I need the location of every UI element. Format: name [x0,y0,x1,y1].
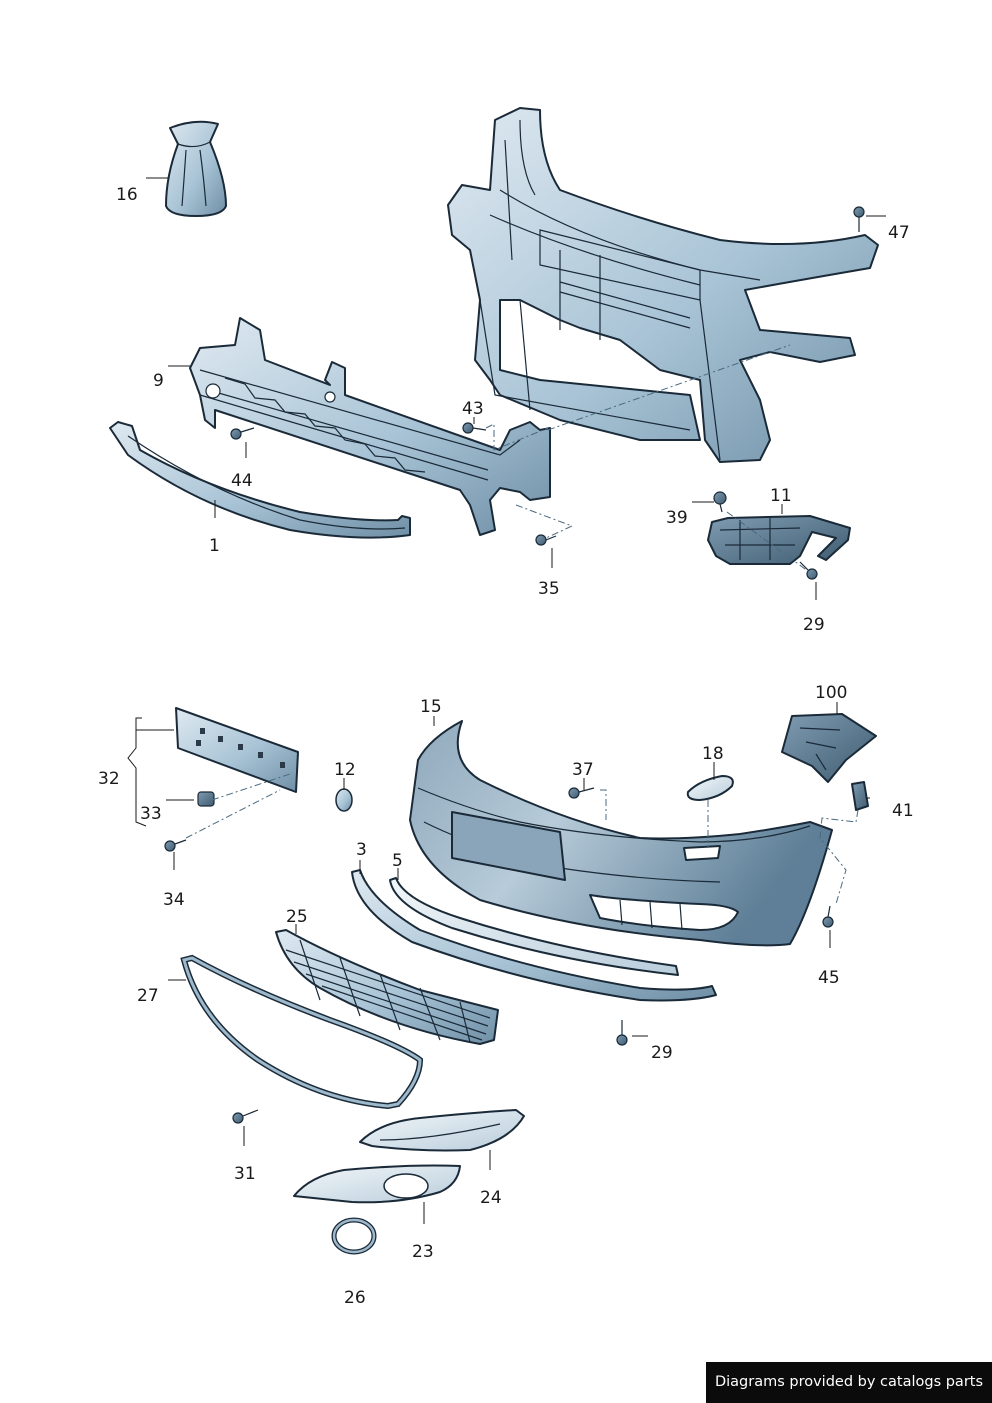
label-100: 100 [815,683,847,703]
part-11-bracket [707,515,851,565]
part-18-cap [686,775,734,801]
label-39: 39 [666,508,688,528]
radiator-support-frame [447,107,879,463]
screw-34 [164,839,187,852]
label-1: 1 [209,536,220,556]
screw-47 [853,206,865,232]
part-labels: 16 47 9 43 44 1 11 39 35 29 100 15 18 37… [98,185,914,1308]
screw-43 [462,422,487,434]
label-33: 33 [140,804,162,824]
label-47: 47 [888,223,910,243]
label-34: 34 [163,890,185,910]
assembly-lines [185,344,859,905]
label-25: 25 [286,907,308,927]
label-12: 12 [334,760,356,780]
screw-31 [232,1109,259,1124]
screw-44 [230,427,255,440]
screw-37 [568,787,595,799]
label-29-lower: 29 [651,1043,673,1063]
part-24-cover [359,1109,525,1152]
part-27-frame [180,954,424,1110]
credit-banner: Diagrams provided by catalogs parts [706,1362,992,1403]
label-23: 23 [412,1242,434,1262]
label-27: 27 [137,986,159,1006]
fasteners [164,206,865,1124]
label-43: 43 [462,399,484,419]
part-26-ring [331,1217,377,1255]
part-12-plug [335,788,353,812]
part-23-cover [293,1164,461,1204]
label-18: 18 [702,744,724,764]
label-11: 11 [770,486,792,506]
part-16-bag [165,120,227,217]
label-29-upper: 29 [803,615,825,635]
label-26: 26 [344,1288,366,1308]
part-3-strip [351,869,717,1002]
part-100-corner [781,713,877,783]
label-15: 15 [420,697,442,717]
label-24: 24 [480,1188,502,1208]
label-32: 32 [98,769,120,789]
screw-29-lower [616,1020,628,1046]
part-5-strip [389,877,679,976]
label-37: 37 [572,760,594,780]
part-15-bumper [409,720,833,947]
screw-29-upper [799,561,818,580]
screw-45 [822,905,834,928]
part-41-clip [851,781,869,811]
part-1-strip [109,421,411,539]
label-41: 41 [892,801,914,821]
label-31: 31 [234,1164,256,1184]
part-9-bumper-carrier [189,317,551,536]
screw-39 [713,491,727,513]
part-32-plate-holder [175,707,299,793]
screw-33 [197,791,215,807]
screw-35 [535,534,557,546]
label-16: 16 [116,185,138,205]
leader-lines [127,177,886,1224]
label-5: 5 [392,851,403,871]
label-45: 45 [818,968,840,988]
label-35: 35 [538,579,560,599]
label-3: 3 [356,840,367,860]
label-9: 9 [153,371,164,391]
part-25-grille [275,929,499,1045]
label-44: 44 [231,471,253,491]
